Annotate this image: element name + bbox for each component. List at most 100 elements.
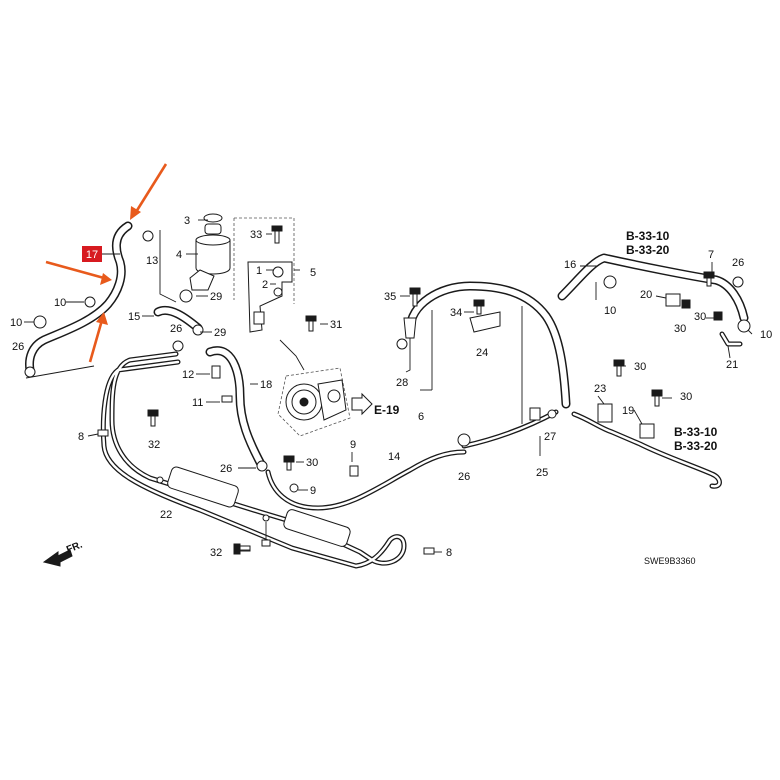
ref-b3320-bottom: B-33-20 [674, 439, 718, 453]
callout-27: 27 [544, 431, 556, 443]
callout-20: 20 [640, 289, 652, 301]
rack-boot [156, 466, 351, 547]
callout-30c: 30 [694, 311, 706, 323]
callout-7: 7 [708, 249, 714, 261]
callout-26d: 26 [458, 471, 470, 483]
clamp-13[interactable] [142, 230, 154, 242]
ref-e19: E-19 [374, 403, 400, 417]
diagram-code: SWE9B3360 [644, 556, 696, 566]
callout-26b: 26 [170, 323, 182, 335]
callout-13: 13 [146, 255, 158, 267]
callout-32a: 32 [148, 439, 160, 451]
reservoir-bracket[interactable] [247, 261, 293, 333]
reference-labels: E-19 B-33-10 B-33-20 B-33-10 B-33-20 SWE… [374, 229, 718, 566]
callout-6: 6 [418, 411, 424, 423]
bolt-32a[interactable] [147, 409, 159, 427]
bolt-11[interactable] [221, 395, 233, 403]
clamp-10b[interactable] [33, 315, 47, 329]
clamp-26b[interactable] [172, 340, 184, 352]
clamp-26d[interactable] [457, 433, 471, 447]
nut-8a[interactable] [97, 429, 109, 437]
pipe-14[interactable] [265, 449, 467, 511]
leader-lines [25, 217, 713, 462]
callout-14: 14 [388, 451, 400, 463]
clamp-26a[interactable] [24, 366, 36, 378]
nut-8b[interactable] [423, 547, 435, 555]
callout-31: 31 [330, 319, 342, 331]
callout-10d: 10 [760, 329, 772, 341]
bolt-31[interactable] [305, 315, 317, 332]
bolt-7[interactable] [703, 271, 715, 287]
callout-10a: 10 [54, 297, 66, 309]
pointer-arrows [45, 163, 168, 363]
clamp-29a[interactable] [179, 289, 193, 303]
callout-12: 12 [182, 369, 194, 381]
o-ring-28[interactable] [396, 338, 408, 350]
ref-b3310-top: B-33-10 [626, 229, 670, 243]
callout-10c: 10 [604, 305, 616, 317]
pipes [100, 351, 722, 569]
callout-24: 24 [476, 347, 488, 359]
callout-28: 28 [396, 377, 408, 389]
callout-34: 34 [450, 307, 462, 319]
clamp-20[interactable] [665, 293, 681, 307]
bracket-24[interactable] [469, 311, 501, 333]
callout-26c: 26 [220, 463, 232, 475]
bolt-34[interactable] [473, 299, 485, 315]
bolt-35[interactable] [409, 287, 421, 307]
callout-23: 23 [594, 383, 606, 395]
bolt-33[interactable] [271, 225, 283, 244]
bolt-30-right[interactable] [713, 311, 723, 321]
callout-30b: 30 [674, 323, 686, 335]
hose-6[interactable] [405, 281, 571, 409]
washer-27[interactable] [547, 409, 557, 419]
bolt-30-23[interactable] [613, 359, 625, 377]
reservoir[interactable] [189, 213, 231, 291]
highlight-part-17[interactable]: 17 [82, 246, 120, 262]
fitting-25[interactable] [529, 407, 541, 421]
ref-b3310-bottom: B-33-10 [674, 425, 718, 439]
callout-25: 25 [536, 467, 548, 479]
power-steering-pump[interactable] [277, 367, 373, 437]
callout-16: 16 [564, 259, 576, 271]
callout-15: 15 [128, 311, 140, 323]
pointer-arrow-icon [45, 260, 105, 280]
ref-b3320-top: B-33-20 [626, 243, 670, 257]
clamp-10d[interactable] [737, 319, 751, 333]
fitting-28[interactable] [403, 317, 417, 339]
clamp-19[interactable] [639, 423, 655, 439]
bolt-30-20[interactable] [681, 299, 691, 309]
callout-21: 21 [726, 359, 738, 371]
callout-2: 2 [262, 279, 268, 291]
bolt-32b[interactable] [233, 543, 251, 555]
callout-11: 11 [192, 397, 203, 409]
callout-33: 33 [250, 229, 262, 241]
callout-leaders [24, 219, 753, 553]
clamp-10c[interactable] [603, 275, 617, 289]
bolt-30-mid[interactable] [283, 455, 295, 471]
callout-35: 35 [384, 291, 396, 303]
callout-9a: 9 [350, 439, 356, 451]
bolt-30-19[interactable] [651, 389, 663, 407]
callout-17: 17 [86, 249, 98, 261]
washer-9[interactable] [289, 483, 299, 493]
clamp-29b[interactable] [192, 324, 204, 336]
clip-9[interactable] [349, 465, 359, 477]
callout-22: 22 [160, 509, 172, 521]
callout-30a: 30 [306, 457, 318, 469]
sensor-12[interactable] [211, 365, 221, 379]
clamp-10a[interactable] [84, 296, 96, 308]
callout-26a: 26 [12, 341, 24, 353]
front-label: FR. [65, 539, 84, 555]
callout-19: 19 [622, 405, 634, 417]
callout-9b: 9 [310, 485, 316, 497]
clamp-26e[interactable] [732, 276, 744, 288]
callout-1: 1 [256, 265, 262, 277]
callout-8a: 8 [78, 431, 84, 443]
callout-18: 18 [260, 379, 272, 391]
pipe-22[interactable] [100, 351, 407, 569]
callout-26e: 26 [732, 257, 744, 269]
clamp-26c[interactable] [256, 460, 268, 472]
part-callouts: 1 2 3 4 5 6 7 8 8 9 9 10 10 10 10 11 12 … [10, 215, 772, 559]
clamp-23[interactable] [597, 403, 613, 423]
